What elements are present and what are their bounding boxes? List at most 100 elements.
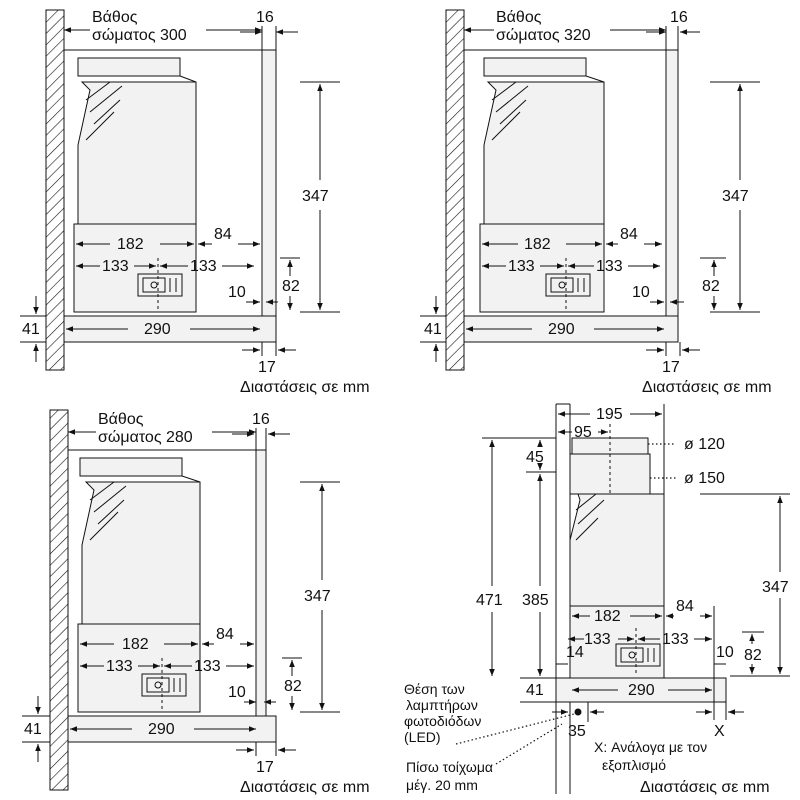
hood-motor-housing xyxy=(575,493,605,541)
dim-84: 84 xyxy=(216,626,234,643)
led-module-icon xyxy=(615,643,661,667)
view-depth-280: Βάθος σώματος 280 16 347 182 84 133 133 … xyxy=(22,409,370,796)
rear-wall-line2: μέγ. 20 mm xyxy=(406,777,478,793)
body-depth-label: Βάθος xyxy=(496,9,542,26)
dim-133-left: 133 xyxy=(508,258,535,275)
led-label-line2: λαμπτήρων xyxy=(406,697,478,713)
hood-filter-panel xyxy=(479,223,605,313)
dim-17: 17 xyxy=(258,359,276,376)
dim-41: 41 xyxy=(526,682,544,699)
dim-41: 41 xyxy=(22,321,40,338)
hood-top-duct xyxy=(77,57,181,77)
led-label-line1: Θέση των xyxy=(404,681,465,697)
dim-290: 290 xyxy=(144,321,171,338)
hood-motor-housing xyxy=(89,481,127,541)
wall-hatched xyxy=(445,9,465,371)
dim-10: 10 xyxy=(716,644,734,661)
dim-41: 41 xyxy=(424,321,442,338)
units-note: Διαστάσεις σε mm xyxy=(240,779,370,796)
dim-84: 84 xyxy=(620,226,638,243)
led-module-icon xyxy=(545,273,591,297)
dim-82: 82 xyxy=(282,278,300,295)
hood-filter-panel xyxy=(73,223,197,313)
dim-84: 84 xyxy=(214,226,232,243)
hood-body xyxy=(483,81,605,225)
dim-82: 82 xyxy=(284,678,302,695)
body-depth-value: σώματος 320 xyxy=(496,27,591,44)
dim-133-right: 133 xyxy=(662,631,689,648)
hood-motor-housing xyxy=(491,81,529,141)
dim-133-right: 133 xyxy=(194,658,221,675)
dim-10: 10 xyxy=(228,284,246,301)
view-depth-300: Βάθος σώματος 300 16 347 182 84 133 133 xyxy=(20,9,370,396)
led-position-marker xyxy=(574,708,582,716)
cabinet-front-panel xyxy=(255,449,267,717)
detail-view: ø 120 ø 150 195 95 45 xyxy=(404,403,790,796)
hood-top-duct xyxy=(483,57,587,77)
led-label-line4: (LED) xyxy=(404,729,441,745)
units-note: Διαστάσεις σε mm xyxy=(240,379,370,396)
dim-133-left: 133 xyxy=(102,258,129,275)
dim-133-right: 133 xyxy=(190,258,217,275)
dim-84: 84 xyxy=(676,598,694,615)
dim-133-left: 133 xyxy=(106,658,133,675)
diameter-120: ø 120 xyxy=(684,436,725,453)
view-depth-320: Βάθος σώματος 320 16 347 182 84 133 133 … xyxy=(420,9,772,396)
dim-182: 182 xyxy=(524,236,551,253)
dim-16: 16 xyxy=(670,9,688,26)
dim-16: 16 xyxy=(252,411,270,428)
hood-body xyxy=(569,493,665,607)
dim-17: 17 xyxy=(256,759,274,776)
dim-290: 290 xyxy=(628,682,655,699)
dim-16: 16 xyxy=(256,9,274,26)
dim-41: 41 xyxy=(24,721,42,738)
dim-290: 290 xyxy=(148,721,175,738)
body-depth-label: Βάθος xyxy=(98,411,144,428)
cabinet-front-panel xyxy=(261,49,277,317)
dim-45: 45 xyxy=(526,449,544,466)
body-depth-label: Βάθος xyxy=(92,9,138,26)
led-label-line3: φωτοδιόδων xyxy=(404,713,481,729)
dim-347: 347 xyxy=(302,188,329,205)
dim-471: 471 xyxy=(476,592,503,609)
dim-347: 347 xyxy=(762,579,789,596)
dim-17: 17 xyxy=(662,359,680,376)
wall-hatched xyxy=(49,409,69,791)
dim-x: X xyxy=(714,723,725,740)
dim-195: 195 xyxy=(596,406,623,423)
dim-347: 347 xyxy=(304,588,331,605)
x-note-line1: X: Ανάλογα με τον xyxy=(594,739,707,755)
dim-35: 35 xyxy=(568,723,586,740)
rear-wall-line1: Πίσω τοίχωμα xyxy=(406,759,493,775)
diameter-150: ø 150 xyxy=(684,470,725,487)
dim-290: 290 xyxy=(548,321,575,338)
hood-motor-housing xyxy=(85,81,123,141)
units-note: Διαστάσεις σε mm xyxy=(640,779,770,796)
dim-133-right: 133 xyxy=(596,258,623,275)
hood-body xyxy=(81,481,201,625)
body-depth-value: σώματος 300 xyxy=(92,27,187,44)
dim-95: 95 xyxy=(574,424,592,441)
x-note-line2: εξοπλισμό xyxy=(602,757,666,773)
dim-82: 82 xyxy=(744,647,762,664)
dim-347: 347 xyxy=(722,188,749,205)
dim-182: 182 xyxy=(117,236,144,253)
dim-10: 10 xyxy=(632,284,650,301)
led-module-icon xyxy=(137,273,183,297)
hood-filter-panel xyxy=(77,623,201,713)
body-depth-value: σώματος 280 xyxy=(98,429,193,446)
dim-182: 182 xyxy=(122,636,149,653)
units-note: Διαστάσεις σε mm xyxy=(642,379,772,396)
dim-14: 14 xyxy=(566,644,584,661)
dim-82: 82 xyxy=(702,278,720,295)
dim-10: 10 xyxy=(228,684,246,701)
hood-body xyxy=(77,81,197,225)
led-module-icon xyxy=(141,673,187,697)
dim-133-left: 133 xyxy=(584,631,611,648)
wall-hatched xyxy=(45,9,65,371)
dim-182: 182 xyxy=(594,608,621,625)
dim-385: 385 xyxy=(522,592,549,609)
cabinet-front-panel xyxy=(665,49,679,317)
hood-top-duct xyxy=(79,457,183,477)
